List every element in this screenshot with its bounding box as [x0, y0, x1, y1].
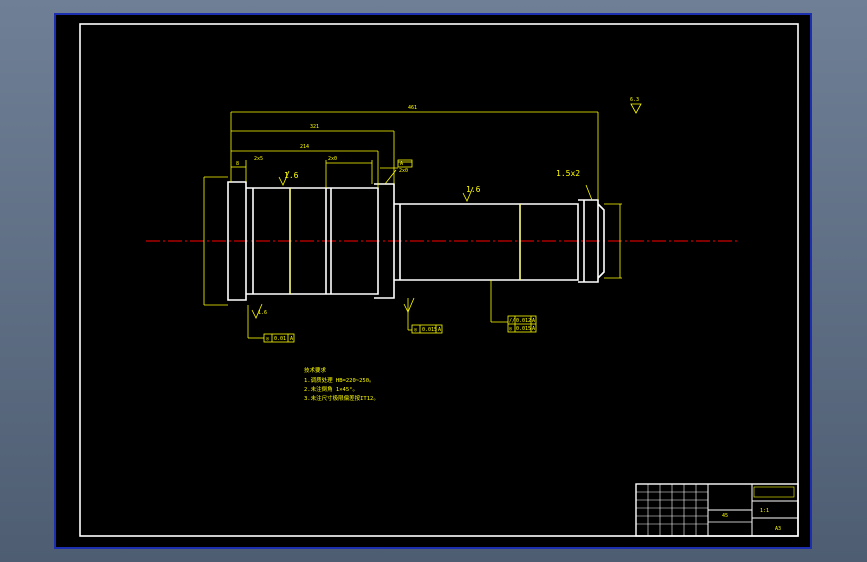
notes-line-1: 1.调质处理 HB=220~250。 — [304, 376, 375, 384]
svg-text:A: A — [532, 318, 535, 324]
dim-chamfer-small: 2x5 — [254, 156, 263, 162]
notes-title: 技术要求 — [304, 366, 327, 374]
roughness-3: 1.6 — [258, 310, 267, 316]
svg-text:A: A — [438, 327, 441, 333]
svg-text:A: A — [400, 161, 403, 167]
notes-line-2: 2.未注倒角 1×45°。 — [304, 385, 358, 393]
dim-left: 214 — [300, 144, 309, 150]
drawing-border — [79, 23, 799, 537]
svg-text:A: A — [532, 326, 535, 332]
svg-text:0.012: 0.012 — [516, 318, 531, 324]
roughness-general: 6.3 — [630, 97, 639, 103]
roughness-2: 1.6 — [466, 185, 481, 194]
drawing-sheet — [54, 13, 812, 549]
roughness-symbols: 1.6 1.6 6.3 1.6 — [251, 97, 642, 319]
title-material: 45 — [722, 513, 728, 519]
svg-text:◎: ◎ — [509, 326, 512, 332]
svg-text:0.01: 0.01 — [274, 336, 286, 342]
technical-notes: 技术要求 1.调质处理 HB=220~250。 2.未注倒角 1×45°。 3.… — [304, 366, 379, 402]
notes-line-3: 3.未注尺寸极限偏差按IT12。 — [304, 394, 379, 402]
datum-symbol: A — [397, 159, 413, 168]
svg-text://: // — [509, 318, 515, 324]
svg-text:◎: ◎ — [266, 336, 269, 342]
svg-text:◎: ◎ — [414, 327, 417, 333]
dimension-texts: 461 321 214 8 2x0 2x5 2x0 1.5x2 — [236, 105, 580, 178]
dim-step1: 8 — [236, 161, 239, 167]
tolerance-frame-3: // 0.012 A ◎ 0.015 A — [507, 315, 537, 333]
dimension-lines — [203, 111, 622, 339]
dim-groove: 2x0 — [328, 156, 337, 162]
chamfer-right-label: 1.5x2 — [556, 169, 580, 178]
dim-mid: 321 — [310, 124, 319, 130]
svg-text:0.015: 0.015 — [422, 327, 437, 333]
dim-total: 461 — [408, 105, 417, 111]
title-sheet: A3 — [775, 526, 781, 532]
svg-text:0.015: 0.015 — [516, 326, 531, 332]
svg-text:A: A — [290, 336, 293, 342]
tolerance-frame-2: ◎ 0.015 A — [411, 324, 443, 334]
dim-groove-2: 2x0 — [399, 168, 408, 174]
tolerance-frame-1: ◎ 0.01 A — [263, 333, 295, 343]
title-scale: 1:1 — [760, 508, 769, 514]
title-block: 1:1 A3 45 — [635, 483, 799, 537]
roughness-1: 1.6 — [284, 171, 299, 180]
